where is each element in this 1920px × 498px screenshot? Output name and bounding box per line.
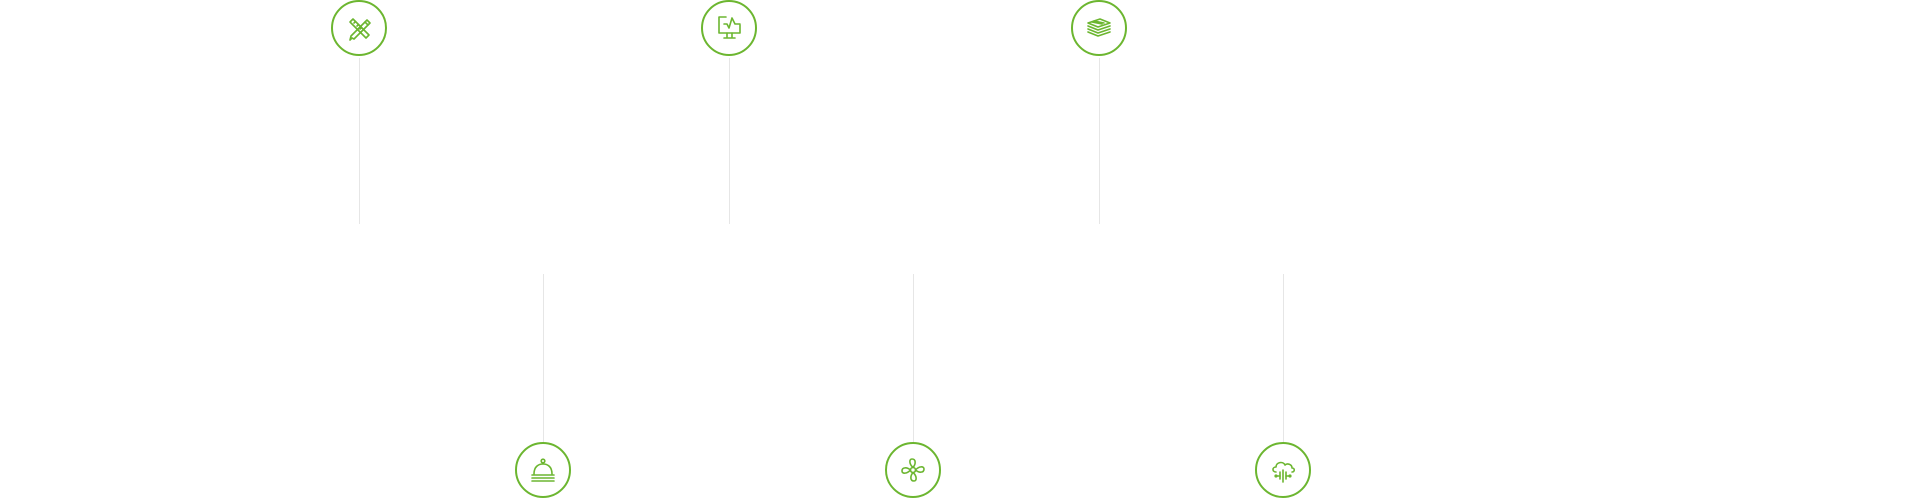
timeline-node-1 <box>331 0 387 56</box>
timeline-node-circle <box>515 442 571 498</box>
timeline-node-circle <box>331 0 387 56</box>
timeline-connector <box>543 274 544 442</box>
stacked-layers-icon <box>1087 18 1111 37</box>
timeline-node-circle <box>701 0 757 56</box>
timeline-node-4 <box>885 442 941 498</box>
timeline-node-5 <box>1071 0 1127 56</box>
fan-blades-icon <box>901 458 925 482</box>
timeline-node-circle <box>885 442 941 498</box>
timeline-connector <box>1099 58 1100 224</box>
timeline-connector <box>913 274 914 442</box>
monitor-pulse-icon <box>718 16 741 39</box>
timeline-node-6 <box>1255 442 1311 498</box>
timeline-node-2 <box>515 442 571 498</box>
service-bell-icon <box>531 458 555 482</box>
timeline-connector <box>1283 274 1284 442</box>
design-tools-icon <box>349 18 371 41</box>
timeline-connector <box>359 58 360 224</box>
timeline-node-circle <box>1071 0 1127 56</box>
timeline-connector <box>729 58 730 224</box>
timeline-node-circle <box>1255 442 1311 498</box>
cloud-network-icon <box>1272 461 1296 483</box>
timeline-node-3 <box>701 0 757 56</box>
